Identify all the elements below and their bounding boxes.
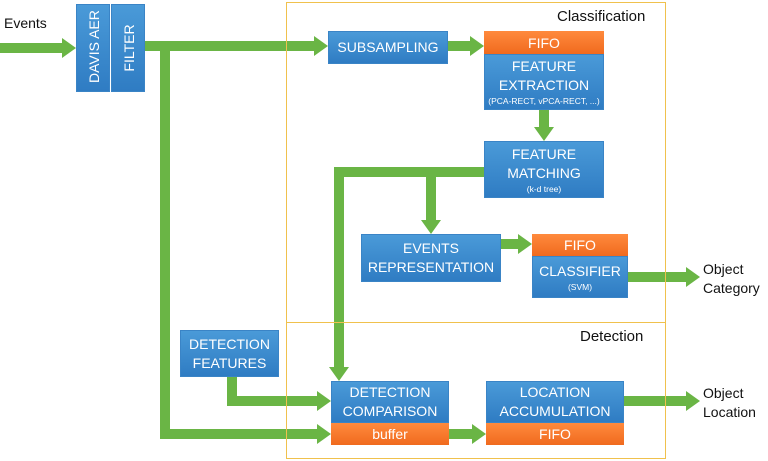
davis-aer-box: DAVIS AER — [76, 4, 110, 92]
object-location-line1: Object — [703, 385, 744, 401]
object-category-line2: Category — [703, 280, 760, 296]
events-representation-line1: EVENTS — [402, 240, 459, 256]
arrow-er-cls-shaft — [501, 239, 518, 249]
arrow-er-cls-head — [518, 234, 532, 254]
arrow-fm-er-shaft — [426, 172, 436, 220]
detection-features-box: DETECTION FEATURES — [180, 330, 279, 377]
arrow-cls-out-head — [686, 267, 700, 287]
arrow-fe-fm-shaft — [539, 110, 549, 127]
arrow-fm-er-head — [421, 220, 441, 234]
arrow-filter-buffer-shaft — [160, 429, 317, 439]
feature-extraction-line2: EXTRACTION — [498, 77, 590, 93]
location-accumulation-line1: LOCATION — [519, 384, 591, 400]
arrow-buf-la-shaft — [449, 429, 472, 439]
feature-extraction-sub: (PCA-RECT, vPCA-RECT, ...) — [488, 96, 600, 106]
arrow-events-shaft — [0, 43, 62, 53]
feature-matching-line1: FEATURE — [511, 145, 577, 162]
davis-aer-label: DAVIS AER — [86, 10, 102, 83]
location-accumulation-line2: ACCUMULATION — [499, 403, 611, 419]
object-category-label: Object Category — [703, 260, 760, 298]
feature-extraction-box: FEATURE EXTRACTION (PCA-RECT, vPCA-RECT,… — [484, 54, 604, 110]
detection-features-line1: DETECTION — [189, 335, 270, 352]
detection-frame — [286, 322, 666, 459]
arrow-fm-branch-bar — [339, 167, 484, 177]
events-representation-line2: REPRESENTATION — [367, 259, 495, 275]
arrow-buf-la-head — [472, 424, 486, 444]
object-category-line1: Object — [703, 261, 744, 277]
arrow-fm-dc-shaft — [334, 167, 344, 367]
detection-comparison-box: DETECTION COMPARISON — [331, 381, 449, 423]
classification-frame-label: Classification — [557, 8, 646, 25]
classifier-box: CLASSIFIER (SVM) — [532, 256, 628, 298]
arrow-filter-buffer-head — [317, 424, 331, 444]
arrow-df-dc-head — [317, 391, 331, 411]
subsampling-box: SUBSAMPLING — [328, 31, 448, 64]
arrow-events-head — [62, 38, 76, 58]
arrow-filter-down-shaft — [160, 46, 170, 434]
classifier-sub: (SVM) — [567, 281, 593, 292]
detection-comparison-line2: COMPARISON — [342, 403, 438, 419]
arrow-filter-sub-head — [314, 36, 328, 56]
feature-extraction-fifo: FIFO — [484, 31, 604, 54]
feature-matching-box: FEATURE MATCHING (k-d tree) — [484, 141, 604, 198]
feature-matching-line2: MATCHING — [507, 164, 581, 181]
arrow-sub-fifo-shaft — [448, 41, 470, 51]
arrow-df-down-shaft — [227, 377, 237, 405]
arrow-la-out-head — [686, 391, 700, 411]
arrow-filter-sub-shaft — [145, 41, 314, 51]
arrow-df-dc-shaft — [227, 396, 317, 406]
feature-extraction-line1: FEATURE — [511, 58, 577, 74]
arrow-fe-fm-head — [534, 127, 554, 141]
arrow-cls-out-shaft — [628, 272, 686, 282]
subsampling-label: SUBSAMPLING — [337, 39, 439, 55]
arrow-fm-dc-head — [329, 367, 349, 381]
classifier-label: CLASSIFIER — [539, 262, 621, 279]
detection-features-line2: FEATURES — [192, 354, 267, 371]
filter-label: FILTER — [121, 24, 137, 72]
location-accumulation-box: LOCATION ACCUMULATION — [486, 381, 624, 423]
object-location-label: Object Location — [703, 384, 756, 422]
arrow-sub-fifo-head — [470, 36, 484, 56]
classifier-fifo: FIFO — [532, 234, 628, 256]
events-representation-box: EVENTS REPRESENTATION — [361, 234, 501, 282]
events-input-label: Events — [4, 15, 47, 31]
object-location-line2: Location — [703, 404, 756, 420]
feature-matching-sub: (k-d tree) — [526, 183, 562, 194]
location-accumulation-fifo: FIFO — [486, 423, 624, 445]
arrow-la-out-shaft — [624, 396, 686, 406]
detection-comparison-line1: DETECTION — [349, 384, 431, 400]
filter-box: FILTER — [111, 4, 145, 92]
detection-comparison-buffer: buffer — [331, 423, 449, 445]
detection-frame-label: Detection — [580, 328, 644, 345]
